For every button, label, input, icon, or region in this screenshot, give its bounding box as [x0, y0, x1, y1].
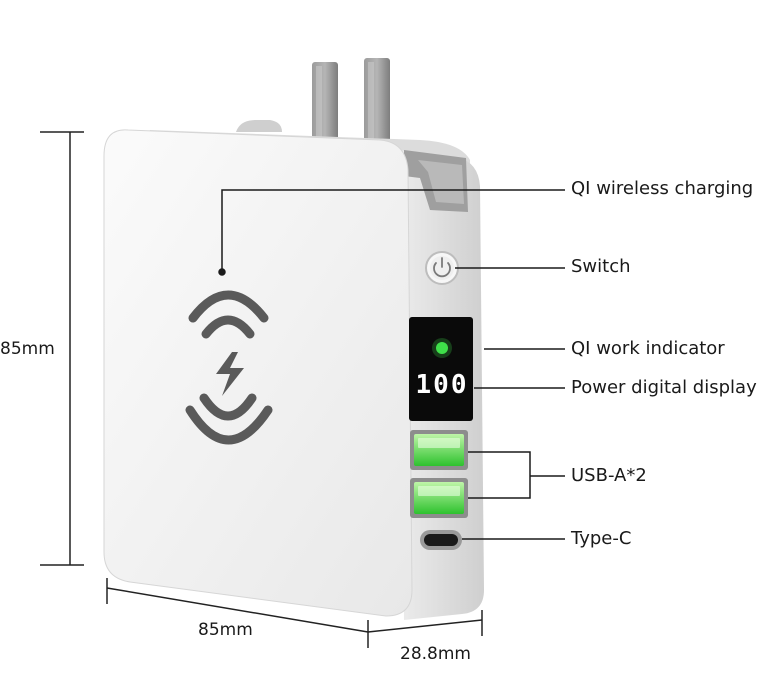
label-qi-work-indicator: QI work indicator: [571, 338, 725, 359]
usb-a-port-1[interactable]: [410, 430, 468, 470]
label-type-c: Type-C: [571, 528, 632, 549]
callout-lines: [218, 189, 565, 540]
label-power-digital-display: Power digital display: [571, 377, 757, 398]
height-dimension-line: [40, 131, 84, 566]
plug-prong-right: [364, 58, 390, 152]
qi-indicator-light: [436, 342, 448, 354]
digital-display-panel: 100: [409, 317, 473, 421]
callout-qi-wireless: [221, 189, 565, 272]
power-switch-button[interactable]: [425, 251, 459, 285]
power-icon: [433, 262, 451, 278]
plug-prongs: [312, 58, 390, 152]
front-face: [103, 129, 413, 617]
depth-dimension-line: [367, 610, 483, 636]
lightning-bolt-icon: [216, 352, 244, 396]
usb-a-port-2[interactable]: [410, 478, 468, 518]
label-qi-wireless-charging: QI wireless charging: [571, 178, 754, 199]
width-dimension-line: [106, 578, 369, 648]
type-c-port[interactable]: [420, 530, 462, 550]
dimension-height-label: 85mm: [0, 339, 55, 359]
label-switch: Switch: [571, 256, 631, 277]
wireless-charging-icon: [185, 290, 273, 445]
dimension-depth-label: 28.8mm: [400, 644, 471, 664]
label-usb-a: USB-A*2: [571, 465, 647, 486]
dimension-width-label: 85mm: [198, 620, 253, 640]
top-clip: [236, 120, 282, 132]
display-digits: 100: [416, 370, 469, 400]
callout-usb-a: [468, 451, 531, 499]
